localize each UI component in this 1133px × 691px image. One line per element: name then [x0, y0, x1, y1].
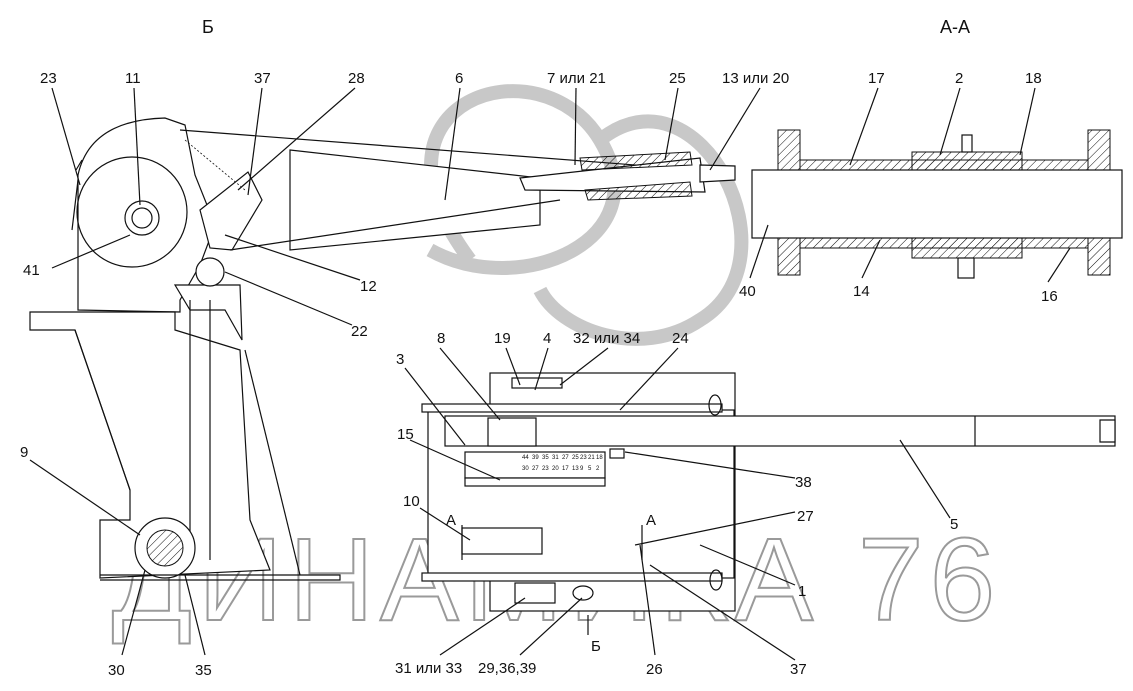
- callout: 7 или 21: [547, 70, 606, 87]
- callout: 11: [125, 70, 141, 87]
- svg-text:35: 35: [542, 455, 549, 461]
- callout: 40: [739, 283, 756, 300]
- scale-15: [464, 451, 606, 479]
- view-arrow-label: Б: [591, 638, 601, 655]
- sprocket-wheel: [76, 156, 188, 268]
- callout: 8: [437, 330, 445, 347]
- callout: 12: [360, 278, 377, 295]
- view-title-b: Б: [202, 17, 214, 37]
- lever-12: [199, 171, 263, 251]
- callout: 10: [403, 493, 420, 510]
- section-mark-right: А: [646, 512, 656, 529]
- svg-text:18: 18: [596, 455, 603, 461]
- callout: 32 или 34: [573, 330, 640, 347]
- callout: 27: [797, 508, 814, 525]
- svg-text:27: 27: [562, 455, 569, 461]
- block-10: [461, 527, 543, 555]
- sprocket-hub: [146, 529, 184, 567]
- chain-guide: [173, 284, 243, 341]
- svg-text:25: 25: [572, 455, 579, 461]
- callout: 16: [1041, 288, 1058, 305]
- callout: 25: [669, 70, 686, 87]
- rod-5: [444, 415, 1116, 447]
- view-title-a-a: А-А: [940, 17, 970, 37]
- svg-text:9: 9: [580, 466, 584, 472]
- section-a-a: [751, 129, 1123, 279]
- svg-text:21: 21: [588, 455, 595, 461]
- callout: 26: [646, 661, 663, 678]
- callout: 6: [455, 70, 463, 87]
- callout: 31 или 33: [395, 660, 462, 677]
- scale-numbers: 44 39 35 31 27 25 23 21 18 30 27 23 20 1…: [522, 455, 603, 472]
- svg-text:5: 5: [588, 466, 592, 472]
- svg-text:39: 39: [532, 455, 539, 461]
- callout: 2: [955, 70, 963, 87]
- callout: 24: [672, 330, 689, 347]
- callout: 1: [798, 583, 806, 600]
- callout: 17: [868, 70, 885, 87]
- svg-text:31: 31: [552, 455, 559, 461]
- callout: 3: [396, 351, 404, 368]
- watermark-logo: [424, 84, 749, 346]
- callout: 30: [108, 662, 125, 679]
- callout: 28: [348, 70, 365, 87]
- callout: 37: [254, 70, 271, 87]
- svg-text:2: 2: [596, 466, 600, 472]
- callout: 9: [20, 444, 28, 461]
- svg-text:44: 44: [522, 455, 529, 461]
- side-view-b: [29, 117, 736, 581]
- callout: 15: [397, 426, 414, 443]
- callout: 13 или 20: [722, 70, 789, 87]
- spring-28: [184, 139, 246, 191]
- callout: 29,36,39: [478, 660, 536, 677]
- callouts: 23 11 37 28 6 7 или 21 25 13 или 20 17 2…: [20, 70, 1058, 679]
- axle-14: [751, 169, 1123, 239]
- callout: 22: [351, 323, 368, 340]
- callout: 4: [543, 330, 551, 347]
- callout: 23: [40, 70, 57, 87]
- leader-lines: [29, 87, 1071, 661]
- callout: 38: [795, 474, 812, 491]
- tube-6: [289, 149, 541, 251]
- callout: 14: [853, 283, 870, 300]
- callout: 35: [195, 662, 212, 679]
- svg-text:23: 23: [542, 466, 549, 472]
- callout: 18: [1025, 70, 1042, 87]
- svg-text:27: 27: [532, 466, 539, 472]
- section-mark-left: А: [446, 512, 456, 529]
- plan-view: [421, 372, 1116, 612]
- chain: [189, 300, 211, 560]
- svg-text:17: 17: [562, 466, 569, 472]
- callout: 37: [790, 661, 807, 678]
- shaft-11: [124, 200, 160, 236]
- callout: 5: [950, 516, 958, 533]
- svg-text:20: 20: [552, 466, 559, 472]
- pivot-22: [195, 257, 225, 287]
- callout: 41: [23, 262, 40, 279]
- svg-text:23: 23: [580, 455, 587, 461]
- callout: 19: [494, 330, 511, 347]
- svg-text:30: 30: [522, 466, 529, 472]
- svg-text:13: 13: [572, 466, 579, 472]
